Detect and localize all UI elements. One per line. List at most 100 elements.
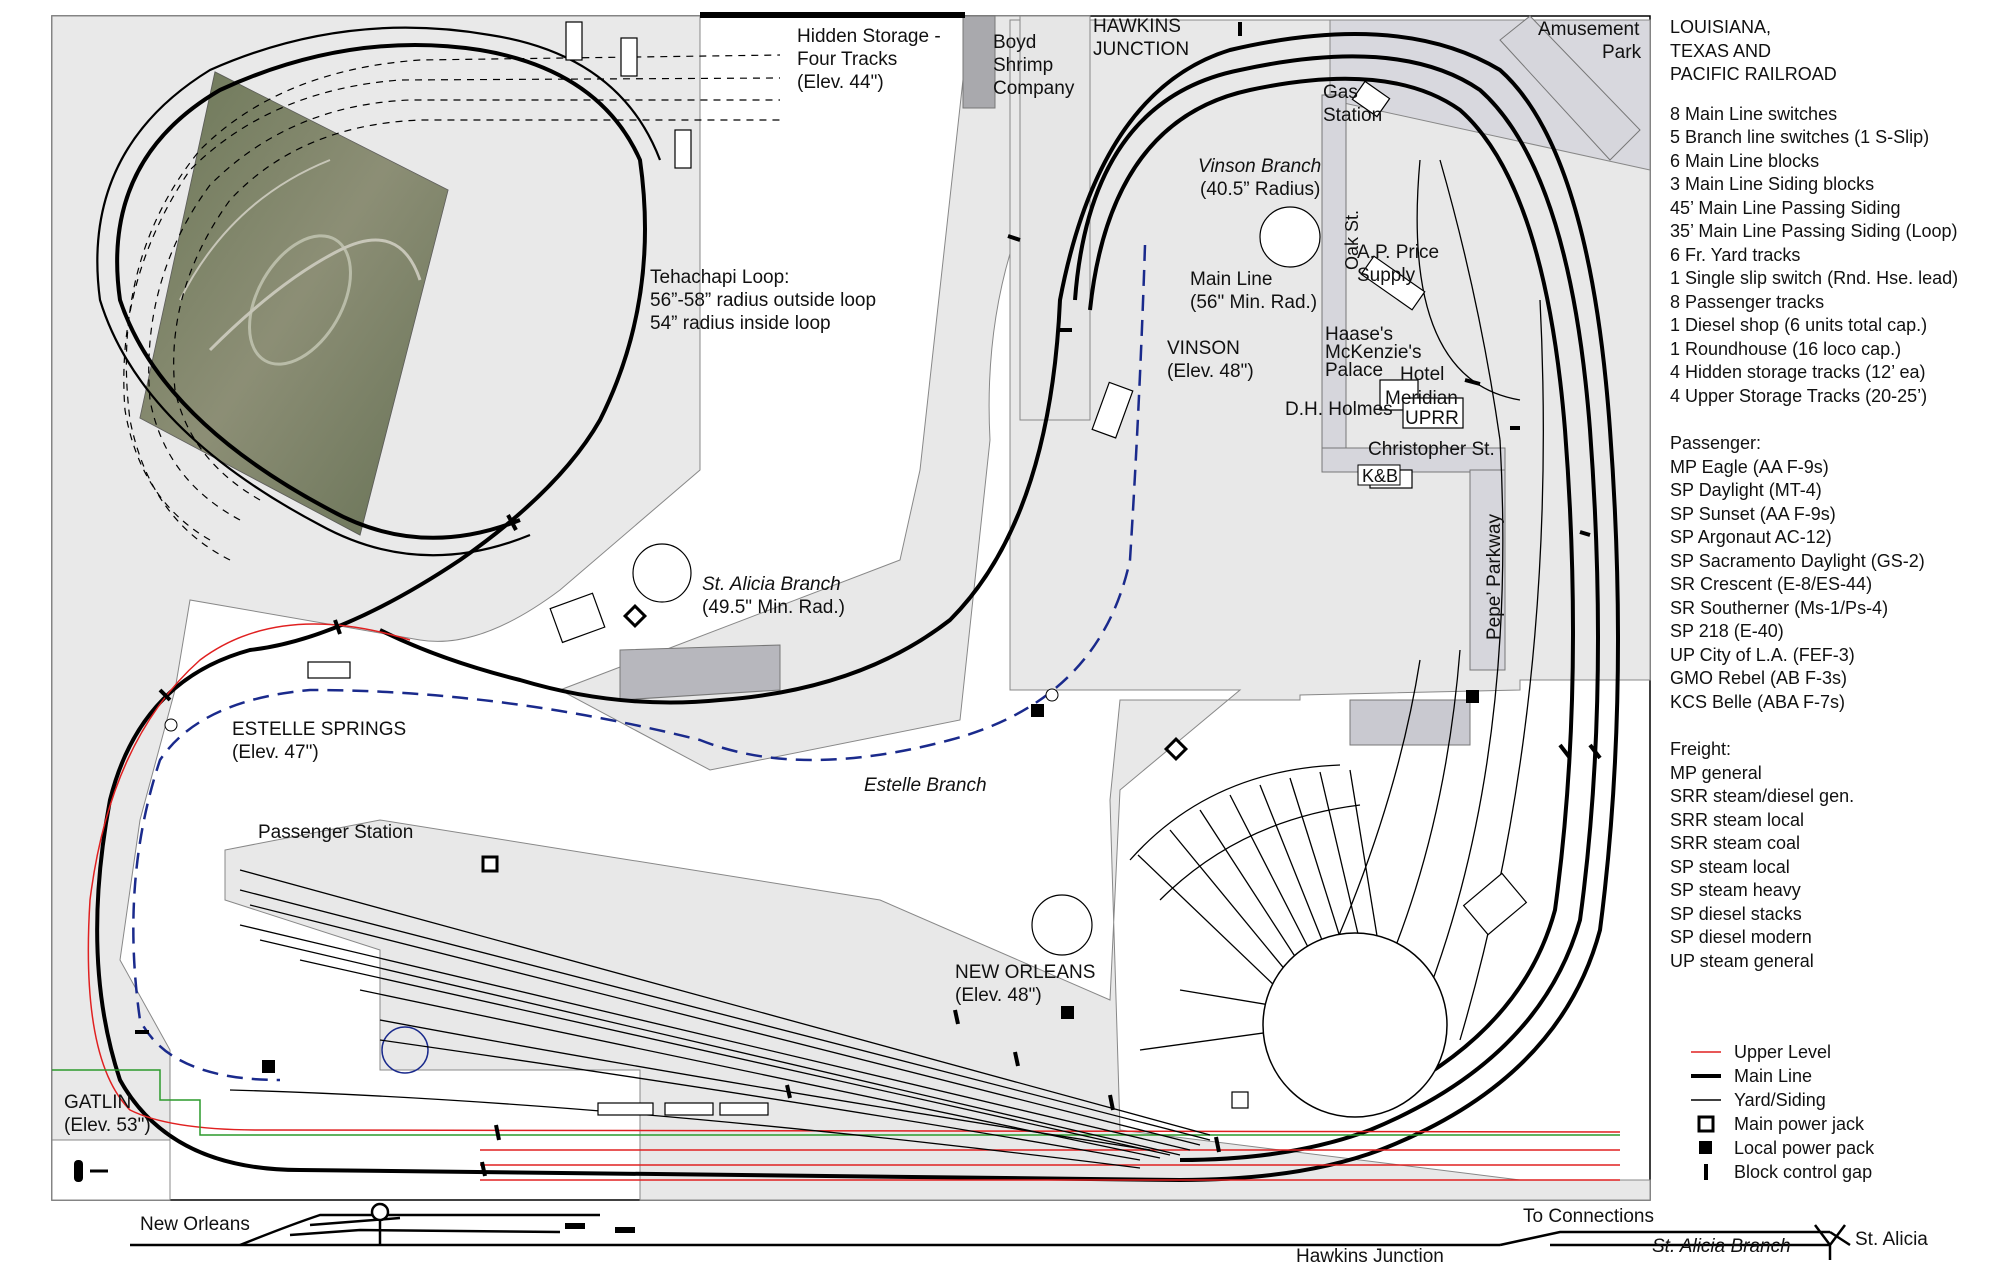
svg-text:Park: Park <box>1602 42 1642 63</box>
freight-item: SRR steam/diesel gen. <box>1670 786 1855 806</box>
passenger-item: SR Crescent (E-8/ES-44) <box>1670 574 1873 594</box>
svg-text:Supply: Supply <box>1357 265 1416 286</box>
label-estelle-branch: Estelle Branch <box>864 775 987 796</box>
svg-text:(Elev. 47"): (Elev. 47") <box>232 742 319 763</box>
passenger-item: SP Daylight (MT-4) <box>1670 480 1822 500</box>
label-dh-holmes: D.H. Holmes <box>1285 399 1393 420</box>
passenger-item: SP 218 (E-40) <box>1670 621 1784 641</box>
legend-label: Main Line <box>1734 1065 1813 1086</box>
spec-list: 8 Main Line switches 5 Branch line switc… <box>1670 103 1996 409</box>
svg-text:(49.5" Min. Rad.): (49.5" Min. Rad.) <box>702 597 845 618</box>
legend-label: Upper Level <box>1734 1041 1832 1062</box>
diesel-shop <box>619 644 781 701</box>
passenger-item: GMO Rebel (AB F-3s) <box>1670 668 1848 688</box>
label-amusement-park: Amusement <box>1538 19 1640 40</box>
label-haases: Haase's <box>1325 324 1393 345</box>
passenger-item: SP Sacramento Daylight (GS-2) <box>1670 550 1925 571</box>
spec-item: 4 Hidden storage tracks (12’ ea) <box>1670 362 1926 382</box>
main-line <box>95 26 1620 1183</box>
spec-item: 4 Upper Storage Tracks (20-25’) <box>1670 385 1928 406</box>
main-power-jack-icon <box>1688 1114 1724 1134</box>
turntable <box>1262 932 1448 1118</box>
label-vinson: VINSON <box>1167 338 1240 359</box>
label-boyd: Boyd <box>993 32 1036 53</box>
spec-item: 1 Single slip switch (Rnd. Hse. lead) <box>1670 268 1959 288</box>
title-line: TEXAS AND <box>1670 40 1772 61</box>
structures <box>307 21 1528 1116</box>
label-new-orleans: NEW ORLEANS <box>955 962 1095 983</box>
signal-dot <box>164 718 178 732</box>
main-power-jacks <box>481 603 1189 873</box>
main-line-icon <box>1688 1066 1724 1086</box>
passenger-heading: Passenger: <box>1670 433 1762 453</box>
svg-text:To Connections: To Connections <box>1523 1206 1654 1227</box>
passenger-item: UP City of L.A. (FEF-3) <box>1670 644 1855 665</box>
reversing-loop <box>381 1026 429 1074</box>
label-gas-station: Gas <box>1323 82 1358 103</box>
label-tehachapi: Tehachapi Loop: <box>650 267 789 288</box>
label-pepe-parkway: Pepe’ Parkway <box>1484 513 1505 640</box>
svg-text:(Elev. 44"): (Elev. 44") <box>797 72 884 93</box>
svg-text:New Orleans: New Orleans <box>140 1214 250 1235</box>
label-hidden-storage: Hidden Storage - <box>797 26 941 47</box>
passenger-item: SR Southerner (Ms-1/Ps-4) <box>1670 597 1889 618</box>
freight-heading: Freight: <box>1670 739 1732 759</box>
svg-text:Company: Company <box>993 78 1075 99</box>
svg-text:Hawkins Junction: Hawkins Junction <box>1296 1246 1444 1265</box>
freight-item: SP diesel modern <box>1670 927 1812 947</box>
tank-vinson <box>1259 206 1321 268</box>
svg-text:(56" Min. Rad.): (56" Min. Rad.) <box>1190 292 1317 313</box>
freight-item: SRR steam local <box>1670 809 1805 830</box>
upper-level-line-icon <box>1688 1042 1724 1062</box>
spec-item: 8 Passenger tracks <box>1670 291 1825 312</box>
label-uprr: UPRR <box>1405 408 1459 429</box>
spec-item: 1 Roundhouse (16 loco cap.) <box>1670 338 1902 359</box>
passenger-item: SP Argonaut AC-12) <box>1670 527 1832 547</box>
svg-text:McKenzie's: McKenzie's <box>1325 342 1422 363</box>
freight-item: SP steam heavy <box>1670 880 1801 900</box>
gray-lot <box>1349 699 1471 746</box>
freight-item: SRR steam coal <box>1670 833 1801 853</box>
freight-item: SP diesel stacks <box>1670 903 1802 924</box>
schematic-car <box>565 1223 585 1229</box>
passenger-list: Passenger: MP Eagle (AA F-9s) SP Dayligh… <box>1670 432 1996 714</box>
spec-item: 6 Fr. Yard tracks <box>1670 244 1801 265</box>
amusement-park-strip <box>1499 15 1641 161</box>
title-line: PACIFIC RAILROAD <box>1670 64 1837 84</box>
block-gaps <box>135 22 1602 1177</box>
pepe-parkway <box>1469 469 1506 671</box>
label-ap-price: A.P. Price <box>1357 242 1439 263</box>
legend: Upper Level Main Line Yard/Siding Main p… <box>1688 1040 1874 1184</box>
svg-text:Shrimp: Shrimp <box>993 55 1053 76</box>
inset-pill <box>74 1160 83 1182</box>
tank-new-orleans <box>1031 894 1093 956</box>
passenger-item: KCS Belle (ABA F-7s) <box>1670 691 1846 712</box>
boyd-building <box>962 15 996 109</box>
label-hawkins-junction: HAWKINS <box>1093 16 1181 37</box>
label-main-line-note: Main Line <box>1190 269 1272 290</box>
local-power-packs <box>262 690 1479 1073</box>
passenger-item: SP Sunset (AA F-9s) <box>1670 503 1836 524</box>
town-blocks <box>619 15 1641 746</box>
spec-item: 45’ Main Line Passing Siding <box>1670 197 1901 218</box>
svg-text:(Elev. 48"): (Elev. 48") <box>955 985 1042 1006</box>
spec-item: 6 Main Line blocks <box>1670 150 1820 171</box>
local-power-pack-icon <box>1688 1138 1724 1158</box>
spec-item: 35’ Main Line Passing Siding (Loop) <box>1670 221 1958 241</box>
legend-main-line: Main Line <box>1688 1064 1874 1088</box>
hidden-storage-tracks <box>123 54 781 561</box>
svg-text:JUNCTION: JUNCTION <box>1093 39 1189 60</box>
svg-text:St. Alicia Branch: St. Alicia Branch <box>1652 1236 1791 1257</box>
svg-text:54” radius inside loop: 54” radius inside loop <box>650 313 831 334</box>
block-gap-icon <box>1688 1162 1724 1182</box>
railroad-title: LOUISIANA, TEXAS AND PACIFIC RAILROAD <box>1670 16 1996 87</box>
spec-item: 5 Branch line switches (1 S-Slip) <box>1670 127 1930 147</box>
schematic-labels: New Orleans To Connections Hawkins Junct… <box>140 1206 1928 1265</box>
legend-label: Yard/Siding <box>1734 1089 1826 1110</box>
spec-item: 3 Main Line Siding blocks <box>1670 174 1875 194</box>
label-vinson-branch: Vinson Branch <box>1198 156 1321 177</box>
plan-labels: Hidden Storage - Four Tracks (Elev. 44")… <box>64 16 1642 1136</box>
label-christopher-st: Christopher St. <box>1368 439 1495 460</box>
estelle-branch-track <box>132 244 1147 1082</box>
